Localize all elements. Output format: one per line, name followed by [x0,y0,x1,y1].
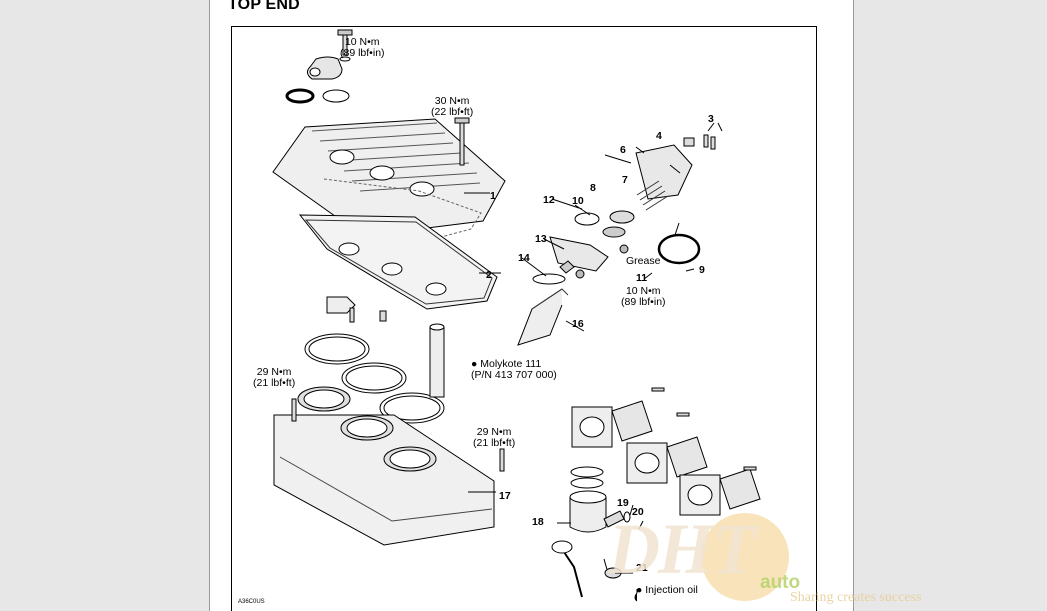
part-number-9: 9 [699,264,705,276]
part-number-13: 13 [535,233,547,245]
piston-icon [569,496,607,533]
torque-label-cylinder-left: 29 N•m(21 lbf•ft) [253,366,296,389]
part-number-12: 12 [543,194,555,206]
part-number-21: 21 [636,562,648,574]
grease-label: Grease [626,255,661,267]
part-number-19: 19 [617,497,629,509]
watermark-auto: auto [760,572,801,593]
part-number-2: 2 [486,269,492,281]
cylinder-head-icon [298,214,498,310]
part-number-11: 11 [636,272,648,284]
part-number-4: 4 [656,130,662,142]
oil-drop-icon: ● [636,584,643,596]
watermark-circle-icon [701,513,789,601]
part-number-10: 10 [572,195,584,207]
top-end-diagram [272,29,761,602]
part-number-16: 16 [572,318,584,330]
o-ring-icon [285,88,315,104]
section-title: TOP END [228,0,300,13]
rave-valve-icon [517,288,563,346]
torque-label-cylinder-right: 29 N•m(21 lbf•ft) [473,426,516,449]
exploded-view-figure: 10 N•m(89 lbf•in) 30 N•m(22 lbf•ft) 29 N… [231,26,817,611]
rave-valve-cover-icon [635,144,693,200]
torque-label-outlet: 10 N•m(89 lbf•in) [340,36,385,59]
watermark-logo: DHT [608,509,756,589]
part-number-20: 20 [632,506,644,518]
part-number-6: 6 [620,144,626,156]
figure-code: A36C0US [238,599,265,605]
part-number-8: 8 [590,182,596,194]
torque-label-head: 30 N•m(22 lbf•ft) [431,95,474,118]
manual-page: TOP END [209,0,854,611]
part-number-14: 14 [518,252,530,264]
part-number-3: 3 [708,113,714,125]
molykote-label: ● Molykote 111(P/N 413 707 000) [471,358,557,381]
cylinder-block-icon [273,414,495,546]
part-number-7: 7 [622,174,628,186]
injection-oil-label: ● Injection oil [636,584,698,596]
torque-label-rave: 10 N•m(89 lbf•in) [621,285,666,308]
part-number-17: 17 [499,490,511,502]
part-number-18: 18 [532,516,544,528]
part-number-1: 1 [490,190,496,202]
watermark-tagline: Sharing creates success [790,590,922,605]
